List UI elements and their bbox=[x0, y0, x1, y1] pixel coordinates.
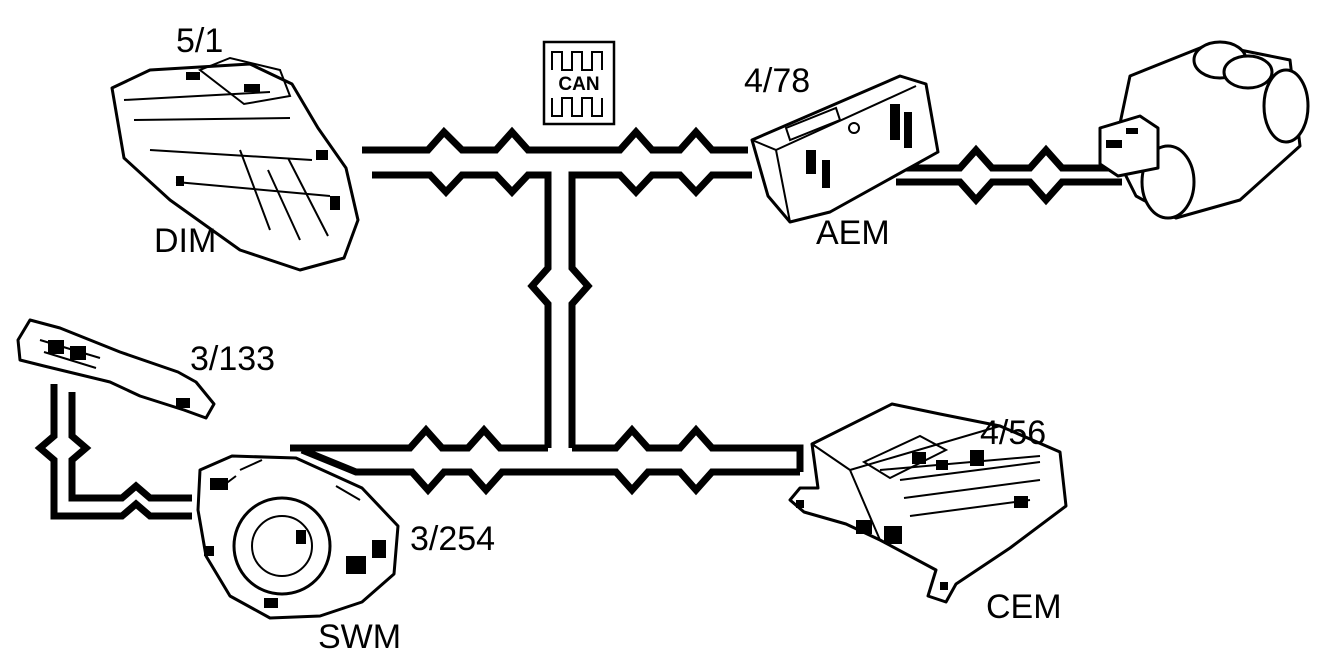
dim-part-number: 5/1 bbox=[176, 22, 223, 60]
swm-part-number: 3/254 bbox=[410, 520, 495, 558]
dim-name-label: DIM bbox=[154, 222, 216, 260]
aem-link-upper bbox=[906, 144, 1112, 172]
aem-part-number: 4/78 bbox=[744, 62, 810, 100]
cem-part-number: 4/56 bbox=[980, 414, 1046, 452]
aem-module bbox=[750, 74, 940, 224]
cem-name-label: CEM bbox=[986, 588, 1062, 626]
bus-top-lower-line-left bbox=[372, 171, 552, 448]
aem-link-lower bbox=[896, 178, 1122, 206]
stalk-switch-part-number: 3/133 bbox=[190, 340, 275, 378]
can-label: CAN bbox=[558, 74, 599, 95]
amplifier-unit bbox=[1098, 40, 1310, 220]
stalk-switch bbox=[16, 318, 216, 420]
stalk-link-inner bbox=[68, 392, 192, 502]
labels: 5/1 DIM 4/78 AEM 3/133 3/254 SWM 4/56 CE… bbox=[154, 22, 1062, 656]
aem-name-label: AEM bbox=[816, 214, 890, 252]
stalk-link-outer bbox=[34, 384, 192, 520]
bus-top-upper-line bbox=[362, 126, 748, 154]
bus-top-lower-line-right bbox=[568, 171, 752, 448]
bus-bottom-upper-line-right bbox=[572, 424, 804, 472]
bus-bottom-lower-line bbox=[300, 446, 800, 496]
can-bus-lines bbox=[34, 126, 1122, 520]
cem-module bbox=[788, 402, 1068, 604]
can-bus-symbol: CAN bbox=[542, 40, 616, 126]
swm-name-label: SWM bbox=[318, 618, 401, 656]
dim-instrument-cluster bbox=[110, 56, 360, 272]
swm-module bbox=[196, 454, 400, 620]
bus-bottom-upper-line-left bbox=[290, 424, 548, 452]
